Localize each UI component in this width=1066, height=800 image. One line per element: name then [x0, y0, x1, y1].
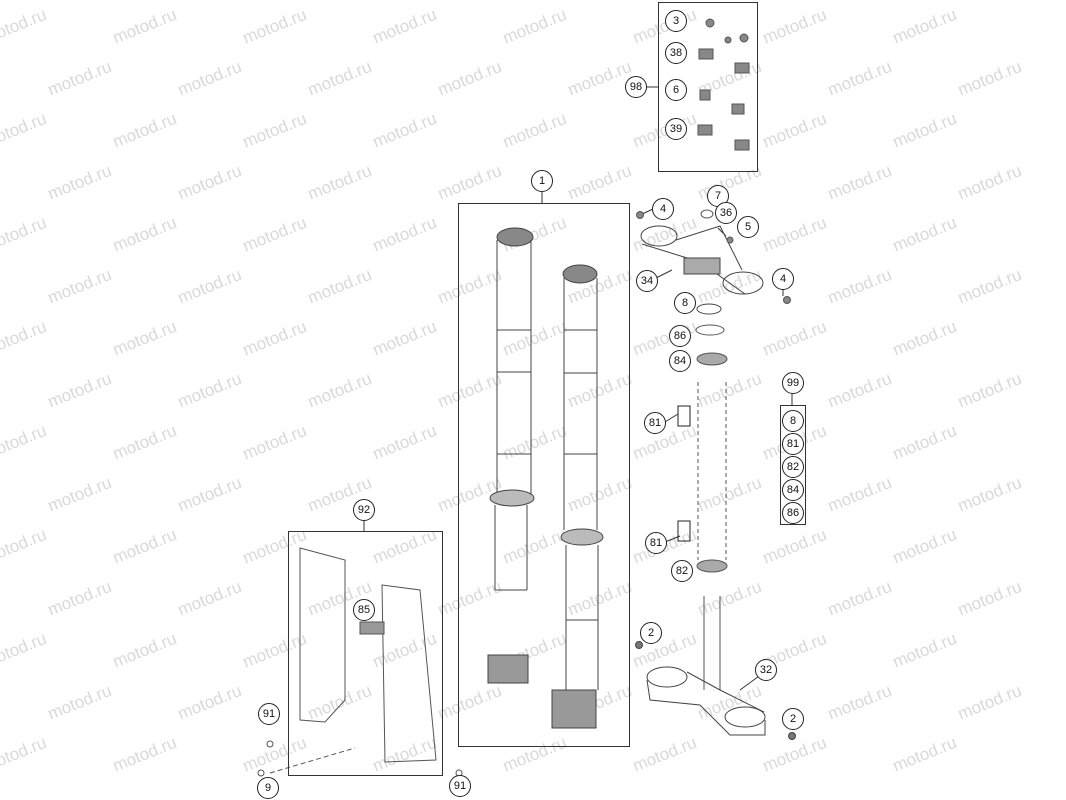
- callout-4[interactable]: 4: [652, 198, 674, 220]
- callout-86[interactable]: 86: [669, 325, 691, 347]
- kit-item[interactable]: 81: [782, 433, 804, 455]
- callout-91[interactable]: 91: [449, 775, 471, 797]
- upper-triple-clamp: [640, 225, 764, 315]
- callout-34[interactable]: 34: [636, 270, 658, 292]
- steering-stem: [677, 324, 728, 690]
- callout-85[interactable]: 85: [353, 599, 375, 621]
- lower-triple-clamp: [635, 641, 796, 740]
- callout-8[interactable]: 8: [674, 292, 696, 314]
- kit-item[interactable]: 8: [782, 410, 804, 432]
- callout-81[interactable]: 81: [644, 412, 666, 434]
- callout-32[interactable]: 32: [755, 659, 777, 681]
- callout-36[interactable]: 36: [715, 202, 737, 224]
- callout-4[interactable]: 4: [772, 268, 794, 290]
- callout-38[interactable]: 38: [665, 42, 687, 64]
- callout-3[interactable]: 3: [665, 10, 687, 32]
- callout-39[interactable]: 39: [665, 118, 687, 140]
- callout-84[interactable]: 84: [669, 350, 691, 372]
- callout-99[interactable]: 99: [782, 372, 804, 394]
- callout-92[interactable]: 92: [353, 499, 375, 521]
- fork-guards: [269, 547, 437, 774]
- callout-6[interactable]: 6: [665, 79, 687, 101]
- callout-5[interactable]: 5: [737, 216, 759, 238]
- bearing-kit-frame: [780, 405, 806, 525]
- fork-assembly-frame: [458, 203, 630, 747]
- fork-leg-right: [551, 264, 604, 729]
- callout-91[interactable]: 91: [258, 703, 280, 725]
- kit-item[interactable]: 82: [782, 456, 804, 478]
- fork-leg-left: [487, 227, 535, 684]
- kit-item[interactable]: 86: [782, 502, 804, 524]
- bolt-kit-frame: [658, 2, 758, 172]
- callout-2[interactable]: 2: [782, 708, 804, 730]
- callout-2[interactable]: 2: [640, 622, 662, 644]
- callout-9[interactable]: 9: [257, 777, 279, 799]
- callout-81[interactable]: 81: [645, 532, 667, 554]
- bolt-kit-parts: [257, 18, 791, 777]
- callout-98[interactable]: 98: [625, 76, 647, 98]
- callout-1[interactable]: 1: [531, 170, 553, 192]
- callout-82[interactable]: 82: [671, 560, 693, 582]
- fork-guard-frame: [288, 531, 443, 776]
- kit-item[interactable]: 84: [782, 479, 804, 501]
